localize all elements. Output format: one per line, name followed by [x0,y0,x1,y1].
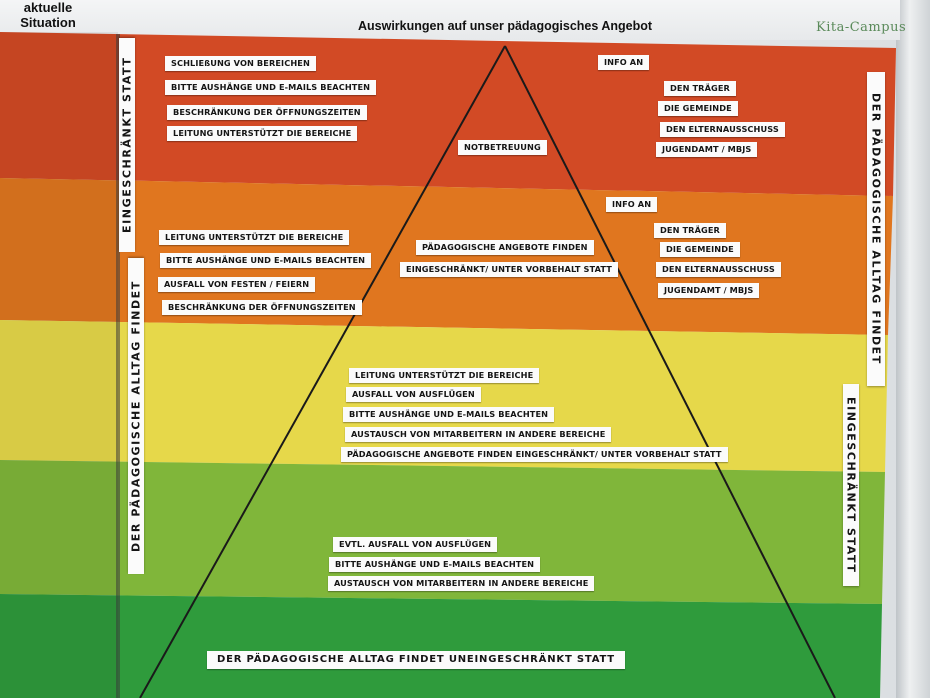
yellow-center-label: AUSTAUSCH VON MITARBEITERN IN ANDERE BER… [345,427,612,442]
band-lightgreen [0,460,885,604]
lightgreen-center-label: EVTL. AUSFALL VON AUSFLÜGEN [333,537,498,552]
lightgreen-center-label: BITTE AUSHÄNGE UND E-MAILS BEACHTEN [329,557,541,572]
kita-campus-logo: Kita-Campus [816,20,907,35]
orange-center-label: PÄDAGOGISCHE ANGEBOTE FINDEN [416,240,594,255]
orange-right-label: DEN ELTERNAUSSCHUSS [656,262,781,277]
orange-right-label: JUGENDAMT / MBJS [658,283,760,298]
red-right-label: JUGENDAMT / MBJS [656,142,758,157]
pyramid-right-edge [504,45,836,698]
red-center-label: NOTBETREUUNG [458,140,547,155]
left-vertical-top: EINGESCHRÄNKT STATT [119,38,135,252]
red-left-label: SCHLIEßUNG VON BEREICHEN [165,56,316,71]
red-right-label: DEN ELTERNAUSSCHUSS [660,122,785,137]
right-vertical-bottom: EINGESCHRÄNKT STATT [843,384,859,586]
left-vertical-bottom: DER PÄDAGOGISCHE ALLTAG FINDET [128,258,144,574]
orange-info-label: INFO AN [606,197,658,212]
header-strip [0,0,900,40]
pyramid-left-edge [139,45,506,698]
header-left-line2: Situation [20,15,76,30]
orange-left-label: AUSFALL VON FESTEN / FEIERN [158,277,316,292]
orange-left-label: LEITUNG UNTERSTÜTZT DIE BEREICHE [159,230,350,245]
left-column-shade [0,32,118,698]
red-left-label: BESCHRÄNKUNG DER ÖFFNUNGSZEITEN [167,105,367,120]
orange-left-label: BITTE AUSHÄNGE UND E-MAILS BEACHTEN [160,253,372,268]
red-right-label: DEN TRÄGER [664,81,736,96]
yellow-center-label: BITTE AUSHÄNGE UND E-MAILS BEACHTEN [343,407,555,422]
red-right-label: DIE GEMEINDE [658,101,738,116]
orange-right-label: DEN TRÄGER [654,223,726,238]
header-left-line1: aktuelle [23,0,73,15]
red-left-label: LEITUNG UNTERSTÜTZT DIE BEREICHE [167,126,358,141]
yellow-center-label: AUSFALL VON AUSFLÜGEN [346,387,481,402]
red-left-label: BITTE AUSHÄNGE UND E-MAILS BEACHTEN [165,80,377,95]
page-title: Auswirkungen auf unser pädagogisches Ang… [357,19,653,33]
lightgreen-center-label: AUSTAUSCH VON MITARBEITERN IN ANDERE BER… [328,576,595,591]
green-center-label: DER PÄDAGOGISCHE ALLTAG FINDET UNEINGESC… [207,651,625,669]
orange-right-label: DIE GEMEINDE [660,242,740,257]
column-divider [116,34,120,698]
orange-center-label: EINGESCHRÄNKT/ UNTER VORBEHALT STATT [400,262,618,277]
whiteboard-frame [896,0,930,698]
right-vertical-top: DER PÄDAGOGISCHE ALLTAG FINDET [867,72,885,386]
header-left: aktuelle Situation [18,0,78,30]
yellow-center-label: PÄDAGOGISCHE ANGEBOTE FINDEN EINGESCHRÄN… [341,447,728,462]
band-green [0,594,882,698]
red-info-label: INFO AN [598,55,650,70]
orange-left-label: BESCHRÄNKUNG DER ÖFFNUNGSZEITEN [162,300,362,315]
yellow-center-label: LEITUNG UNTERSTÜTZT DIE BEREICHE [349,368,540,383]
